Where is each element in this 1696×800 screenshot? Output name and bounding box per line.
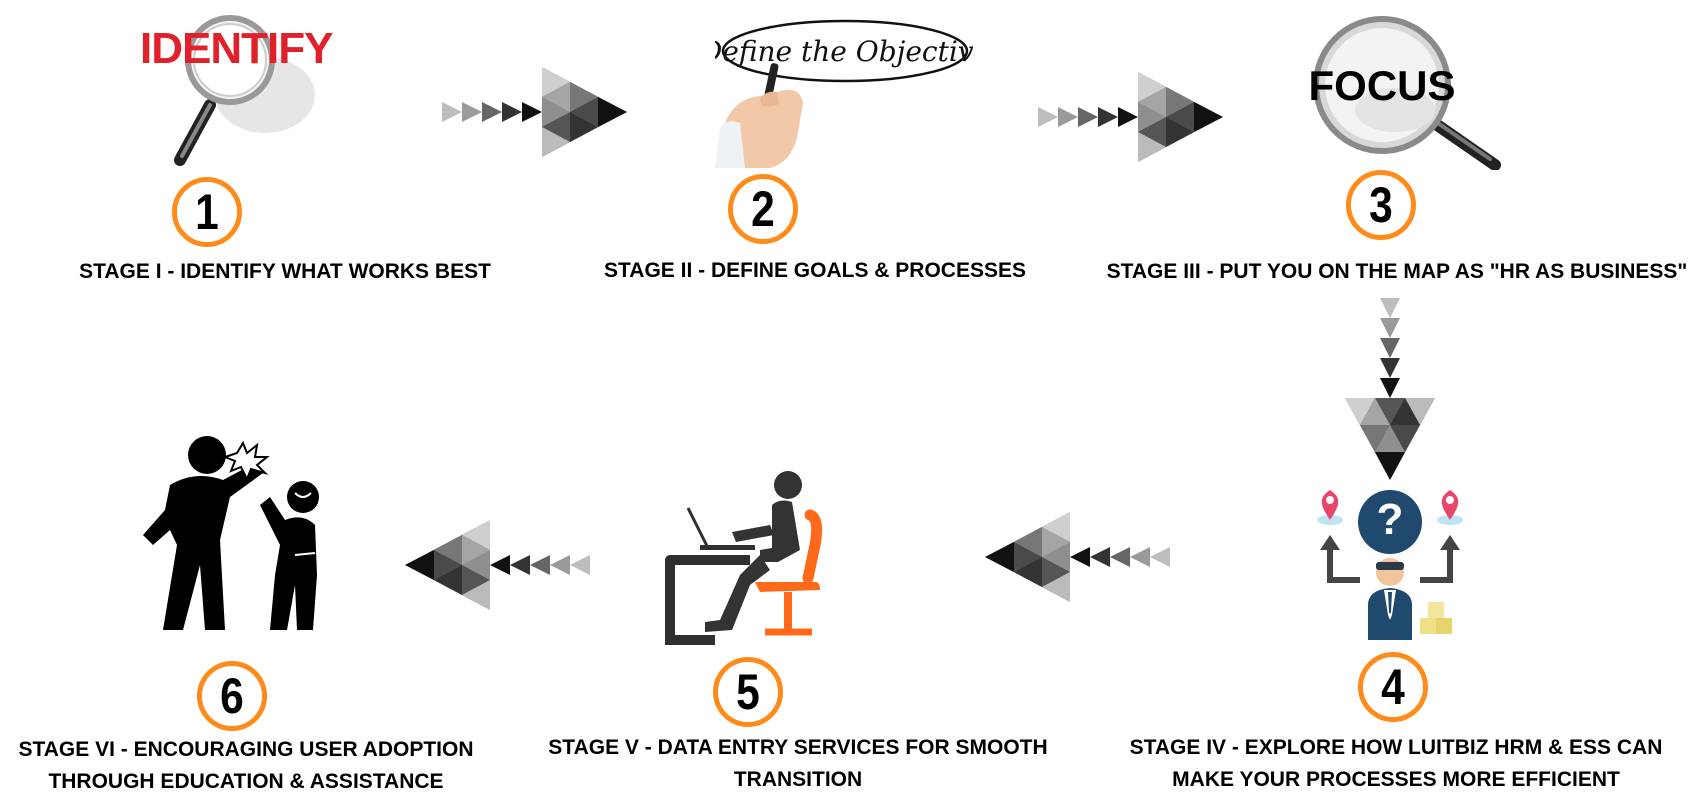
stage-6-label-line-1: STAGE VI - ENCOURAGING USER ADOPTION: [18, 738, 474, 761]
arrow-left-2-icon: [405, 518, 590, 613]
stage-5-label-line-1: STAGE V - DATA ENTRY SERVICES FOR SMOOTH: [548, 736, 1048, 759]
stage-4-number-badge: 4: [1358, 652, 1428, 722]
focus-word: FOCUS: [1310, 62, 1456, 109]
stage-4-label: STAGE IV - EXPLORE HOW LUITBIZ HRM & ESS…: [1118, 732, 1674, 796]
stage-1-label: STAGE I - IDENTIFY WHAT WORKS BEST: [79, 260, 491, 283]
stage-4-label-line-1: STAGE IV - EXPLORE HOW LUITBIZ HRM & ESS…: [1129, 736, 1663, 759]
stage-3-number: 3: [1369, 177, 1393, 233]
arrow-left-1-icon: [985, 510, 1170, 605]
identify-magnifier-icon: IDENTIFY: [140, 10, 333, 170]
stage-4-label-line-2: MAKE YOUR PROCESSES MORE EFFICIENT: [1172, 768, 1620, 791]
stage-5-label-line-2: TRANSITION: [733, 768, 863, 791]
identify-word: IDENTIFY: [140, 24, 333, 73]
high-five-icon: [135, 435, 340, 635]
arrow-down-icon: [1343, 298, 1438, 480]
define-objective-text: Define the Objective: [715, 35, 975, 68]
arrow-right-1-icon: [442, 65, 627, 160]
stage-3-label: STAGE III - PUT YOU ON THE MAP AS "HR AS…: [1106, 260, 1688, 283]
stage-1-number: 1: [195, 184, 219, 240]
question-mark: ?: [1376, 495, 1404, 544]
stage-6-number: 6: [220, 668, 244, 724]
stage-2-number: 2: [751, 181, 775, 237]
stage-2-label: STAGE II - DEFINE GOALS & PROCESSES: [604, 259, 1026, 282]
stage-5-label: STAGE V - DATA ENTRY SERVICES FOR SMOOTH…: [540, 732, 1056, 796]
stage-5-number: 5: [736, 664, 760, 720]
stage-4-number: 4: [1381, 659, 1405, 715]
stage-6-label: STAGE VI - ENCOURAGING USER ADOPTION THR…: [8, 734, 484, 798]
define-objective-hand-icon: Define the Objective: [699, 18, 990, 168]
decision-person-icon: ?: [1310, 480, 1470, 640]
stage-6-number-badge: 6: [197, 661, 267, 731]
stage-6-label-line-2: THROUGH EDUCATION & ASSISTANCE: [48, 770, 444, 793]
stage-2-number-badge: 2: [728, 174, 798, 244]
arrow-right-2-icon: [1038, 70, 1223, 165]
person-at-desk-icon: [660, 470, 835, 645]
stage-5-number-badge: 5: [713, 657, 783, 727]
stage-3-number-badge: 3: [1346, 170, 1416, 240]
focus-magnifier-icon: FOCUS: [1309, 15, 1505, 171]
stage-1-number-badge: 1: [172, 177, 242, 247]
